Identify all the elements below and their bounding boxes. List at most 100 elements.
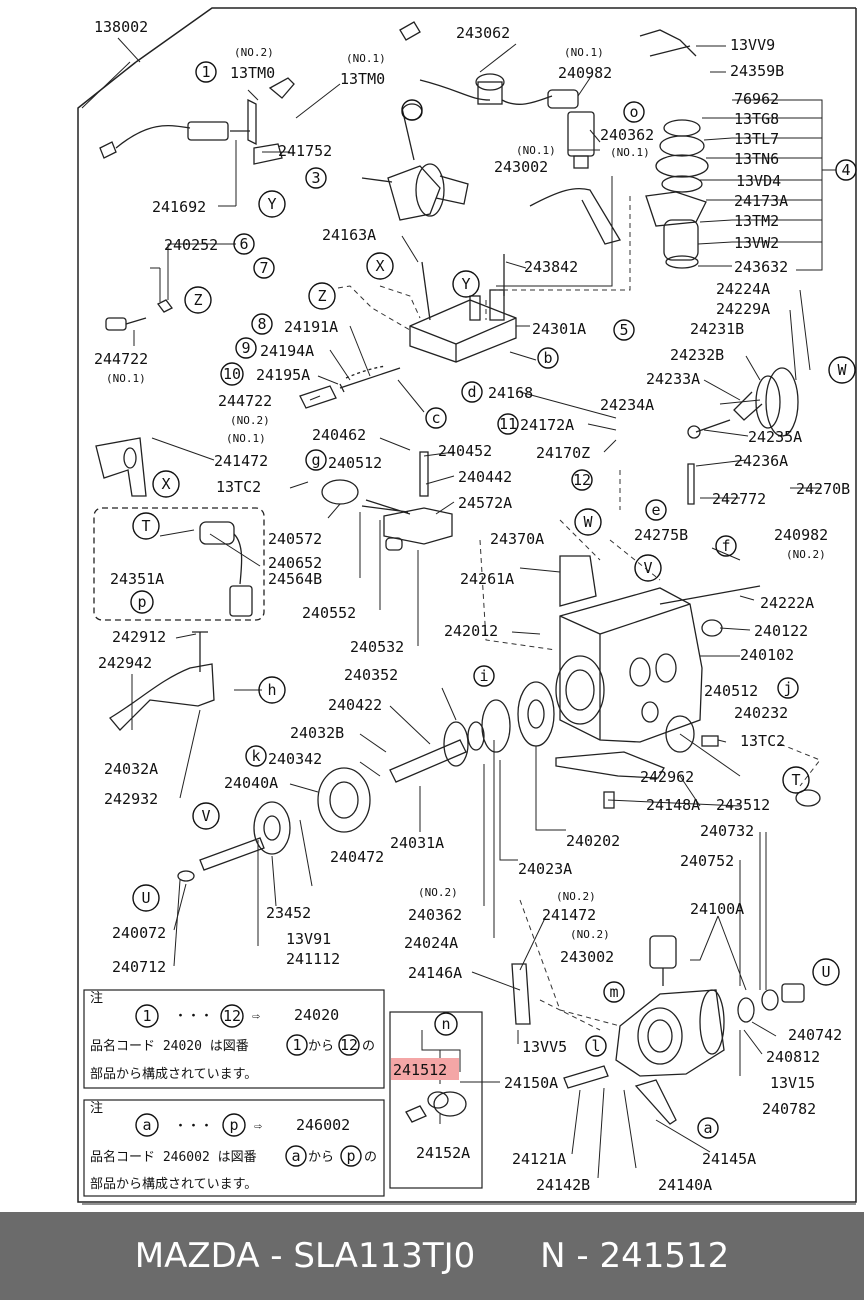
- frame-id: 138002: [94, 18, 148, 36]
- part-label: 240752: [680, 852, 734, 870]
- circle-label: b: [543, 349, 552, 367]
- number-prefix: N: [540, 1236, 566, 1276]
- part-label: 24140A: [658, 1176, 712, 1194]
- note-from: a: [142, 1116, 151, 1134]
- part-label: 240072: [112, 924, 166, 942]
- part-label: 240512: [328, 454, 382, 472]
- qualifier-label: (NO.1): [106, 372, 146, 385]
- part-label: 13VV5: [522, 1038, 567, 1056]
- note-to: 12: [223, 1007, 241, 1025]
- note-dots: ・・・: [174, 1009, 213, 1024]
- part-label: 24229A: [716, 300, 770, 318]
- part-label: 13TC2: [740, 732, 785, 750]
- note-line1: 品名コード 246002 は図番: [90, 1149, 257, 1165]
- circle-label: d: [467, 383, 476, 401]
- part-label: 240982: [774, 526, 828, 544]
- circle-label: h: [267, 681, 276, 699]
- part-label: 13V91: [286, 930, 331, 948]
- part-label: 13TM0: [230, 64, 275, 82]
- qualifier-label: (NO.2): [234, 46, 274, 59]
- circle-label: p: [137, 593, 146, 611]
- part-label: 243512: [716, 796, 770, 814]
- part-label: 13TN6: [734, 150, 779, 168]
- part-label: 240732: [700, 822, 754, 840]
- qualifier-label: (NO.2): [418, 886, 458, 899]
- qualifier-label: (NO.1): [226, 432, 266, 445]
- part-label: 243632: [734, 258, 788, 276]
- circle-label: 6: [239, 235, 248, 253]
- part-label: 242942: [98, 654, 152, 672]
- note-arrow: ⇨: [252, 1009, 260, 1024]
- circle-label: Z: [193, 291, 202, 309]
- note-line1-mid: から: [308, 1150, 334, 1165]
- part-label: 24233A: [646, 370, 700, 388]
- part-label: 241692: [152, 198, 206, 216]
- note-line1-from: a: [291, 1147, 300, 1165]
- leader-lines: [81, 43, 836, 1179]
- part-label: 24172A: [520, 416, 574, 434]
- model-code: SLA113TJ0: [293, 1236, 476, 1276]
- part-label: 240232: [734, 704, 788, 722]
- part-label: 13TM2: [734, 212, 779, 230]
- part-label: 13TL7: [734, 130, 779, 148]
- part-label: 76962: [734, 90, 779, 108]
- part-label: 24148A: [646, 796, 700, 814]
- qualifier-label: (NO.2): [570, 928, 610, 941]
- part-label: 13TM0: [340, 70, 385, 88]
- part-label: 24234A: [600, 396, 654, 414]
- part-label: 24142B: [536, 1176, 590, 1194]
- circle-label: U: [821, 963, 830, 981]
- part-label: 24100A: [690, 900, 744, 918]
- circle-label: j: [783, 679, 792, 697]
- part-label: 13VW2: [734, 234, 779, 252]
- part-label: 240202: [566, 832, 620, 850]
- part-label: 24194A: [260, 342, 314, 360]
- circle-label: k: [251, 747, 260, 765]
- circle-label: n: [441, 1015, 450, 1033]
- circle-label: e: [651, 501, 660, 519]
- circle-labels: [130, 61, 857, 1167]
- circle-label: 7: [259, 259, 268, 277]
- circle-label: 4: [841, 161, 850, 179]
- note-code: 24020: [294, 1006, 339, 1024]
- part-label: 24121A: [512, 1150, 566, 1168]
- part-label: 24032B: [290, 724, 344, 742]
- circle-label: T: [141, 517, 150, 535]
- qualifier-label: (NO.2): [230, 414, 270, 427]
- part-label: 240452: [438, 442, 492, 460]
- caption-bar: MAZDA - SLA113TJ0 N - 241512: [0, 1212, 864, 1300]
- part-label: 13VD4: [736, 172, 781, 190]
- part-label: 24032A: [104, 760, 158, 778]
- part-label: 24235A: [748, 428, 802, 446]
- exploded-parts-diagram: 138002: [77, 7, 857, 1205]
- circle-label: i: [479, 667, 488, 685]
- part-label: 13TG8: [734, 110, 779, 128]
- note-line2: 部品から構成されています。: [90, 1177, 257, 1192]
- part-label: 242772: [712, 490, 766, 508]
- part-label: 24261A: [460, 570, 514, 588]
- part-label: 243062: [456, 24, 510, 42]
- diagram-frame-top: [135, 7, 856, 63]
- circle-label: 11: [499, 415, 517, 433]
- qualifier-label: (NO.1): [610, 146, 650, 159]
- part-label: 240512: [704, 682, 758, 700]
- part-label: 24564B: [268, 570, 322, 588]
- part-graphics: [93, 21, 821, 1125]
- circle-label: 3: [311, 169, 320, 187]
- part-label: 242962: [640, 768, 694, 786]
- part-label: 242012: [444, 622, 498, 640]
- circle-label: 10: [223, 365, 241, 383]
- note-to: p: [229, 1116, 238, 1134]
- circle-label: l: [591, 1037, 600, 1055]
- circle-label: V: [201, 807, 210, 825]
- part-label: 24572A: [458, 494, 512, 512]
- inset-box: 241512: [389, 1011, 483, 1189]
- part-label: 240462: [312, 426, 366, 444]
- part-label: 24195A: [256, 366, 310, 384]
- assembly-guide-lines: [337, 196, 821, 1031]
- part-label: 24275B: [634, 526, 688, 544]
- note-title: 注: [90, 1101, 103, 1116]
- circle-label: m: [609, 983, 618, 1001]
- part-label: 24359B: [730, 62, 784, 80]
- part-label: 244722: [94, 350, 148, 368]
